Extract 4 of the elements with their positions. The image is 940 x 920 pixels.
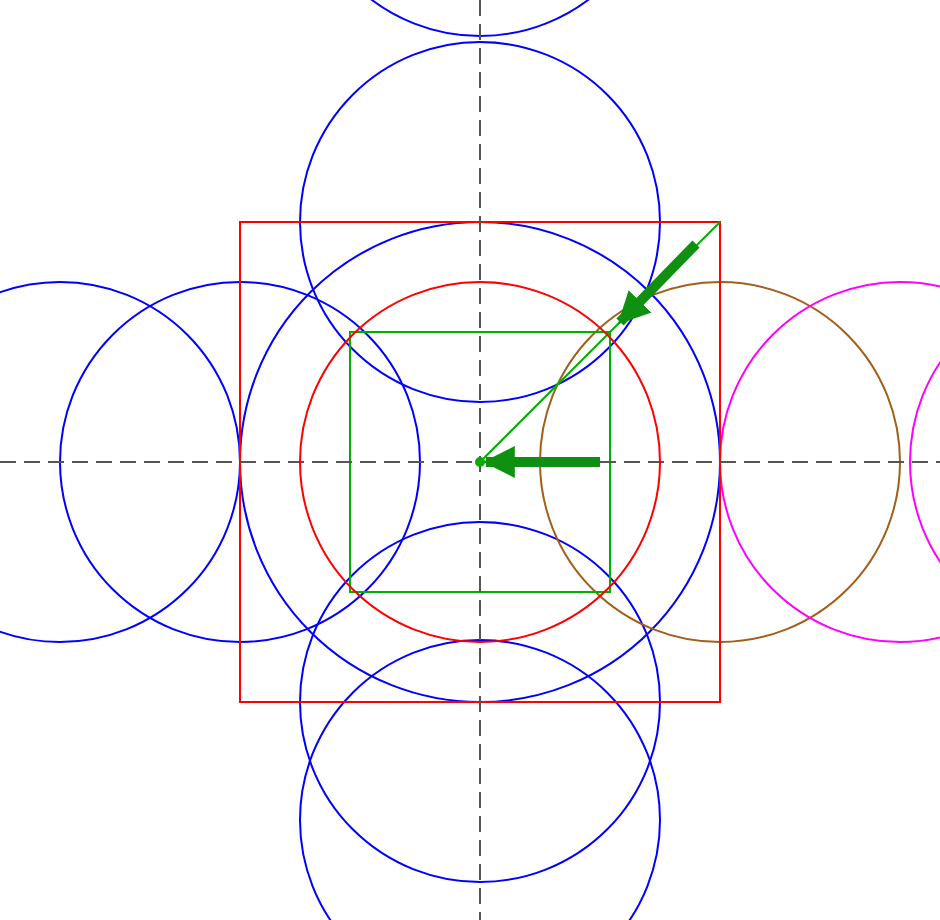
center-point [475, 457, 485, 467]
arrow [482, 446, 600, 478]
circle [299, 281, 661, 643]
arrow [616, 240, 700, 326]
